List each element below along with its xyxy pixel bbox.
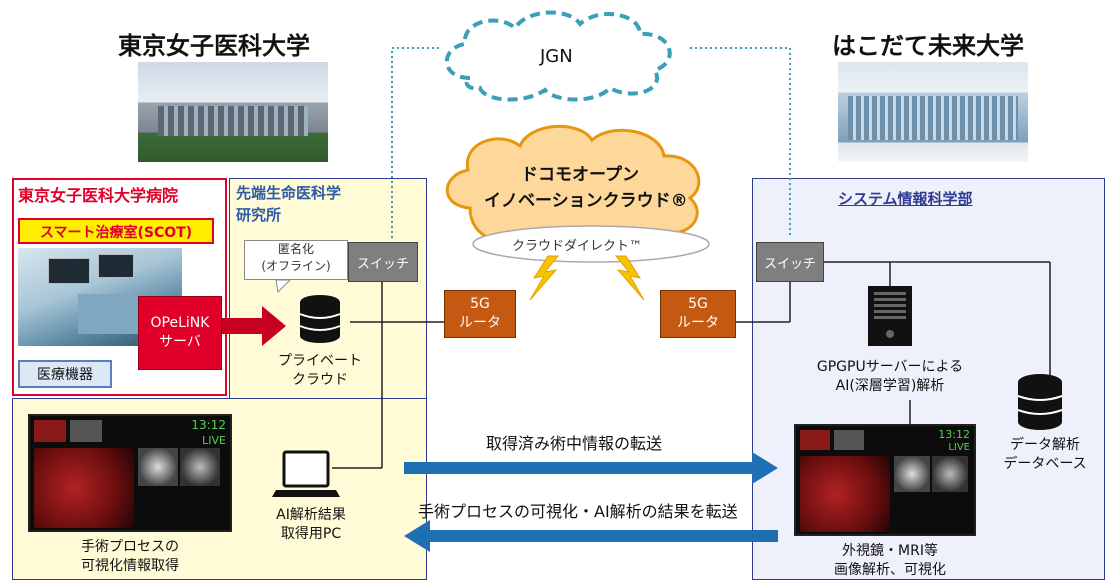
left-router-line1: 5G	[470, 296, 490, 312]
system-dept-title: システム情報科学部	[838, 190, 973, 208]
pc-line1: AI解析結果	[276, 507, 346, 523]
result-label: 外視鏡・MRI等 画像解析、可視化	[800, 542, 980, 580]
left-screen-time: 13:12	[191, 418, 226, 432]
database-label: データ解析 データベース	[990, 436, 1100, 474]
left-screen-live: LIVE	[202, 434, 226, 447]
left-building-photo	[138, 62, 328, 162]
left-5g-router: 5G ルータ	[444, 290, 516, 338]
right-building-photo	[838, 62, 1028, 162]
left-router-line2: ルータ	[459, 315, 501, 331]
right-screen-time: 13:12	[938, 428, 970, 441]
private-cloud-db-icon	[299, 295, 341, 343]
right-surgery-screen: 13:12 LIVE	[794, 424, 976, 536]
institute-title-line1: 先端生命医科学	[236, 184, 342, 202]
right-screen-live: LIVE	[948, 442, 970, 453]
right-5g-router: 5G ルータ	[660, 290, 736, 338]
cloud-direct-ellipse	[472, 225, 710, 263]
right-institution-title: はこだて未来大学	[832, 32, 1024, 60]
database-line2: データベース	[1003, 456, 1087, 472]
bottom-left-caption-line1: 手術プロセスの	[81, 539, 179, 555]
database-icon	[1017, 374, 1063, 430]
gpgpu-label: GPGPUサーバーによる AI(深層学習)解析	[792, 358, 988, 396]
institute-title-line2: 研究所	[236, 206, 282, 224]
opelink-line1: OPeLiNK	[150, 315, 210, 331]
gpgpu-line1: GPGPUサーバーによる	[816, 359, 964, 375]
private-cloud-line2: クラウド	[292, 372, 348, 388]
laptop-icon	[272, 450, 340, 497]
bottom-left-caption: 手術プロセスの 可視化情報取得	[40, 538, 220, 576]
gpgpu-line2: AI(深層学習)解析	[835, 378, 945, 394]
lightning-left-icon	[529, 255, 560, 301]
cloud-direct-label: クラウドダイレクト™	[512, 239, 643, 254]
right-router-line2: ルータ	[677, 315, 719, 331]
database-line1: データ解析	[1010, 437, 1080, 453]
docomo-cloud-line2: イノベーションクラウド®	[484, 191, 688, 211]
left-switch: スイッチ	[348, 242, 418, 282]
docomo-cloud-line1: ドコモオープン	[521, 165, 639, 185]
lightning-right-icon	[614, 255, 645, 301]
backward-arrow-icon	[404, 520, 778, 552]
left-surgery-screen: 13:12 LIVE	[28, 414, 232, 532]
right-switch: スイッチ	[756, 242, 824, 282]
jgn-cloud-icon	[444, 10, 672, 102]
opelink-arrow-icon	[222, 306, 286, 346]
anonymize-line2: (オフライン)	[261, 259, 331, 273]
pc-line2: 取得用PC	[280, 526, 342, 542]
private-cloud-line1: プライベート	[278, 353, 362, 369]
opelink-server-box: OPeLiNK サーバ	[138, 296, 222, 370]
gpgpu-server-icon	[868, 286, 912, 346]
left-institution-title: 東京女子医科大学	[118, 32, 310, 60]
private-cloud-label: プライベート クラウド	[278, 352, 362, 390]
jgn-link-right	[690, 47, 791, 238]
medical-devices-box: 医療機器	[18, 360, 112, 388]
result-line1: 外視鏡・MRI等	[842, 543, 938, 559]
jgn-link-left	[391, 47, 440, 238]
result-line2: 画像解析、可視化	[834, 562, 946, 578]
pc-label: AI解析結果 取得用PC	[256, 506, 366, 544]
scot-badge: スマート治療室(SCOT)	[18, 218, 214, 244]
forward-arrow-icon	[404, 452, 778, 484]
forward-transfer-label: 取得済み術中情報の転送	[486, 434, 663, 453]
backward-transfer-label: 手術プロセスの可視化・AI解析の結果を転送	[418, 502, 738, 521]
hospital-title: 東京女子医科大学病院	[18, 186, 179, 205]
bottom-left-caption-line2: 可視化情報取得	[81, 558, 179, 574]
jgn-label: JGN	[540, 46, 573, 67]
right-router-line1: 5G	[688, 296, 708, 312]
anonymize-line1: 匿名化	[277, 242, 314, 256]
anonymize-bubble: 匿名化 (オフライン)	[244, 240, 348, 280]
opelink-line2: サーバ	[159, 334, 201, 350]
